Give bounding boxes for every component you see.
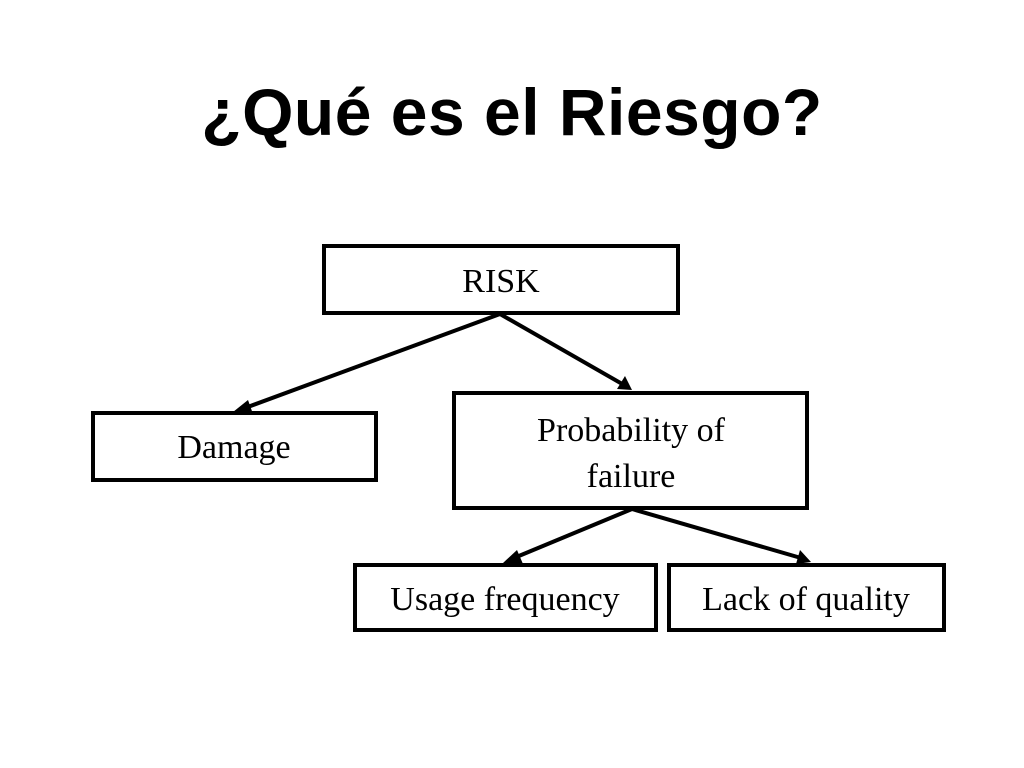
node-risk-box [322,244,680,315]
node-usage: Usage frequency [353,563,658,632]
node-probability-label-line2: failure [587,458,676,495]
node-risk-label: RISK [462,263,540,300]
node-quality-label: Lack of quality [702,581,910,618]
node-probability-box [452,391,809,510]
edge-risk-to-probability [499,312,625,387]
edge-probability-to-quality [631,507,802,560]
node-risk: RISK [322,244,680,315]
node-usage-box [353,563,658,632]
node-probability-label-line1: Probability of [537,412,726,449]
node-quality: Lack of quality [667,563,946,632]
edge-risk-to-damage [244,312,501,410]
node-probability: Probability of failure [452,391,809,510]
arrow-head-damage [233,400,253,414]
node-damage-label: Damage [177,429,290,466]
arrow-head-usage [503,550,523,564]
node-quality-box [667,563,946,632]
node-damage-box [91,411,378,482]
arrow-head-probability [617,376,632,390]
node-usage-label: Usage frequency [390,581,619,618]
arrow-head-quality [796,550,811,564]
edge-probability-to-usage [513,507,633,560]
slide-title: ¿Qué es el Riesgo? [201,75,823,149]
node-damage: Damage [91,411,378,482]
